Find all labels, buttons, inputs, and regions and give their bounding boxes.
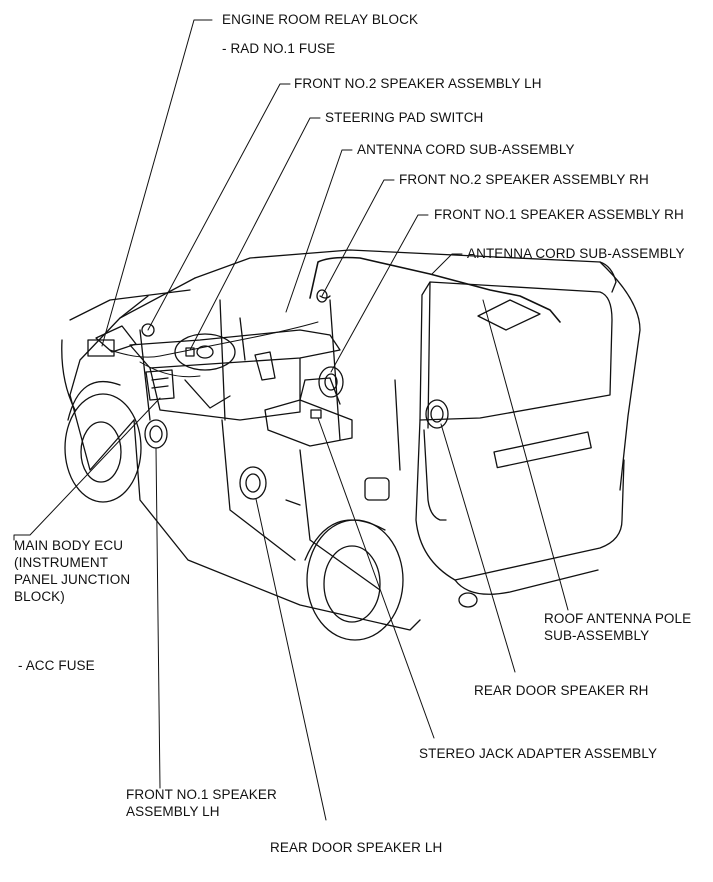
- front-no1-speaker-lh-shape: [144, 419, 168, 449]
- rear-door-speaker-lh-shape: [239, 466, 267, 500]
- label-rear-door-speaker-rh: REAR DOOR SPEAKER RH: [474, 683, 649, 698]
- label-front-no2-speaker-lh: FRONT NO.2 SPEAKER ASSEMBLY LH: [294, 76, 542, 91]
- stereo-jack-shape: [310, 409, 322, 419]
- label-main-body-ecu-line-3: PANEL JUNCTION: [14, 572, 131, 587]
- label-front-no1-speaker-lh-line-1: FRONT NO.1 SPEAKER: [126, 787, 277, 802]
- front-no2-speaker-rh-shape: [316, 289, 328, 303]
- leader-lines: [13, 19, 569, 821]
- label-steering-pad-switch: STEERING PAD SWITCH: [325, 110, 484, 125]
- label-antenna-cord-2: ANTENNA CORD SUB-ASSEMBLY: [467, 246, 685, 261]
- label-roof-antenna-pole-line-1: ROOF ANTENNA POLE: [544, 611, 692, 626]
- label-antenna-cord-1: ANTENNA CORD SUB-ASSEMBLY: [357, 142, 575, 157]
- label-front-no1-speaker-lh-line-2: ASSEMBLY LH: [126, 804, 220, 819]
- label-main-body-ecu: MAIN BODY ECU (INSTRUMENT PANEL JUNCTION…: [14, 537, 130, 605]
- label-rear-door-speaker-lh: REAR DOOR SPEAKER LH: [270, 840, 443, 855]
- label-engine-room-relay-block: ENGINE ROOM RELAY BLOCK: [222, 12, 419, 27]
- front-no2-speaker-lh-shape: [141, 323, 155, 337]
- label-roof-antenna-pole: ROOF ANTENNA POLE SUB-ASSEMBLY: [544, 610, 691, 644]
- label-front-no1-speaker-rh: FRONT NO.1 SPEAKER ASSEMBLY RH: [434, 207, 684, 222]
- front-no1-speaker-rh-shape: [318, 366, 344, 398]
- speakers: [141, 289, 449, 500]
- rear-door-speaker-rh-shape: [425, 399, 449, 429]
- label-main-body-ecu-line-4: BLOCK): [14, 589, 65, 604]
- steering-pad-switch-shape: [185, 347, 195, 357]
- label-front-no2-speaker-rh: FRONT NO.2 SPEAKER ASSEMBLY RH: [399, 172, 649, 187]
- car-body: [61, 249, 641, 641]
- label-stereo-jack-adapter: STEREO JACK ADAPTER ASSEMBLY: [419, 746, 658, 761]
- label-front-no1-speaker-lh: FRONT NO.1 SPEAKER ASSEMBLY LH: [126, 786, 277, 820]
- label-main-body-ecu-line-2: (INSTRUMENT: [14, 555, 109, 570]
- label-roof-antenna-pole-line-2: SUB-ASSEMBLY: [544, 628, 650, 643]
- label-rad-no1-fuse: - RAD NO.1 FUSE: [222, 41, 336, 56]
- label-main-body-ecu-line-1: MAIN BODY ECU: [14, 538, 124, 553]
- label-acc-fuse: - ACC FUSE: [18, 658, 95, 673]
